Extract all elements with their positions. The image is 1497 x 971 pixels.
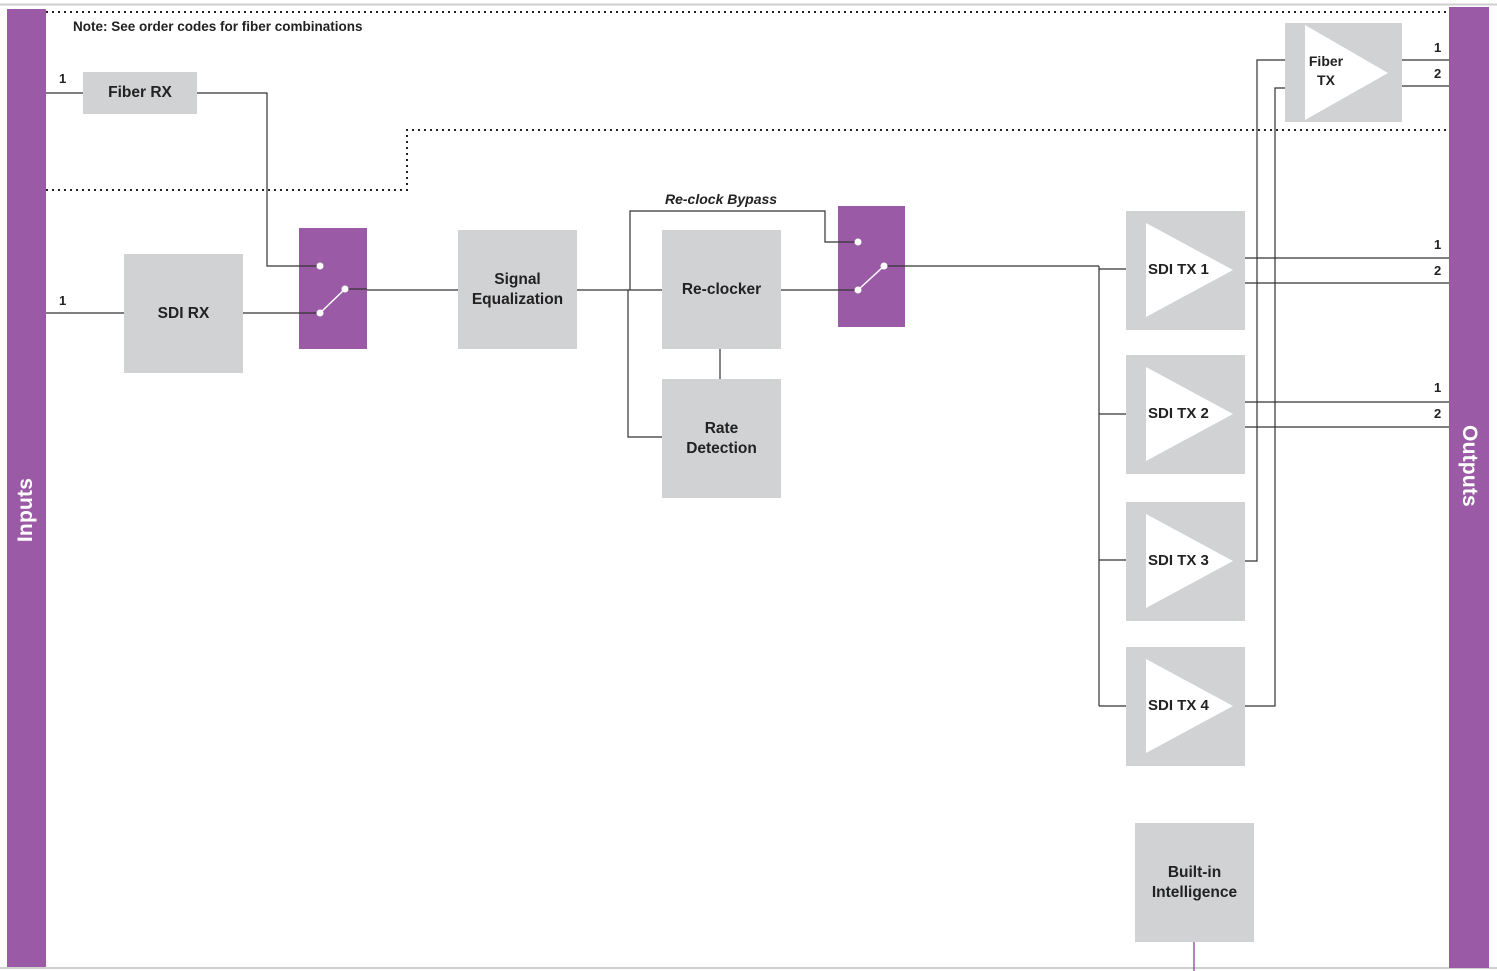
rate-detection-block: Rate Detection <box>662 379 781 498</box>
reclocker-block: Re-clocker <box>662 230 781 349</box>
wire-fiber-rx-to-switch <box>197 92 320 267</box>
sdi-tx-4-label: SDI TX 4 <box>1148 697 1209 714</box>
outputs-bar <box>1449 7 1489 968</box>
outputs-label: Outputs <box>1458 425 1481 507</box>
switch-icon <box>299 262 367 317</box>
wire-tx3-to-fiber <box>1245 59 1300 562</box>
sdi-tx1-port-1: 1 <box>1434 237 1442 252</box>
amplifier-triangle-icon <box>1305 25 1388 120</box>
sdi-tx-1-label: SDI TX 1 <box>1148 261 1209 278</box>
fiber-tx-block <box>1285 23 1402 122</box>
switch-icon <box>838 238 905 294</box>
sdi-tx-3-label: SDI TX 3 <box>1148 552 1209 569</box>
fiber-note: Note: See order codes for fiber combinat… <box>73 19 363 34</box>
sdi-tx-3-block <box>1126 502 1245 621</box>
input-select-switch <box>299 228 367 349</box>
amplifier-triangle-icon <box>1146 514 1233 608</box>
wire-reclock-bypass <box>629 210 858 290</box>
sdi-tx2-port-1: 1 <box>1434 380 1442 395</box>
fiber-tx-port-1: 1 <box>1434 40 1442 55</box>
built-in-intelligence-block: Built-in Intelligence <box>1135 823 1254 942</box>
sdi-tx-2-block <box>1126 355 1245 474</box>
inputs-bar <box>7 9 46 967</box>
sdi-tx-2-label: SDI TX 2 <box>1148 405 1209 422</box>
reclock-bypass-switch <box>838 206 905 327</box>
inputs-label: Inputs <box>14 477 37 543</box>
sdi-tx-4-block <box>1126 647 1245 766</box>
fiber-tx-port-2: 2 <box>1434 66 1442 81</box>
sdi-tx-1-block <box>1126 211 1245 330</box>
wire-to-rate-detection <box>627 290 662 438</box>
fiber-tx-label: Fiber TX <box>1308 53 1344 88</box>
fiber-rx-block: Fiber RX <box>83 72 197 114</box>
wire-tx4-to-fiber <box>1245 87 1300 707</box>
sdi-rx-block: SDI RX <box>124 254 243 373</box>
fiber-option-region <box>40 11 1453 191</box>
reclock-bypass-label: Re-clock Bypass <box>665 191 778 207</box>
sdi-tx1-port-2: 2 <box>1434 263 1442 278</box>
amplifier-triangle-icon <box>1146 223 1233 317</box>
sdi-tx2-port-2: 2 <box>1434 406 1442 421</box>
signal-equalization-block: Signal Equalization <box>458 230 577 349</box>
amplifier-triangle-icon <box>1146 367 1233 461</box>
amplifier-triangle-icon <box>1146 659 1233 753</box>
fiber-rx-port-number: 1 <box>59 71 67 86</box>
sdi-rx-port-number: 1 <box>59 293 67 308</box>
